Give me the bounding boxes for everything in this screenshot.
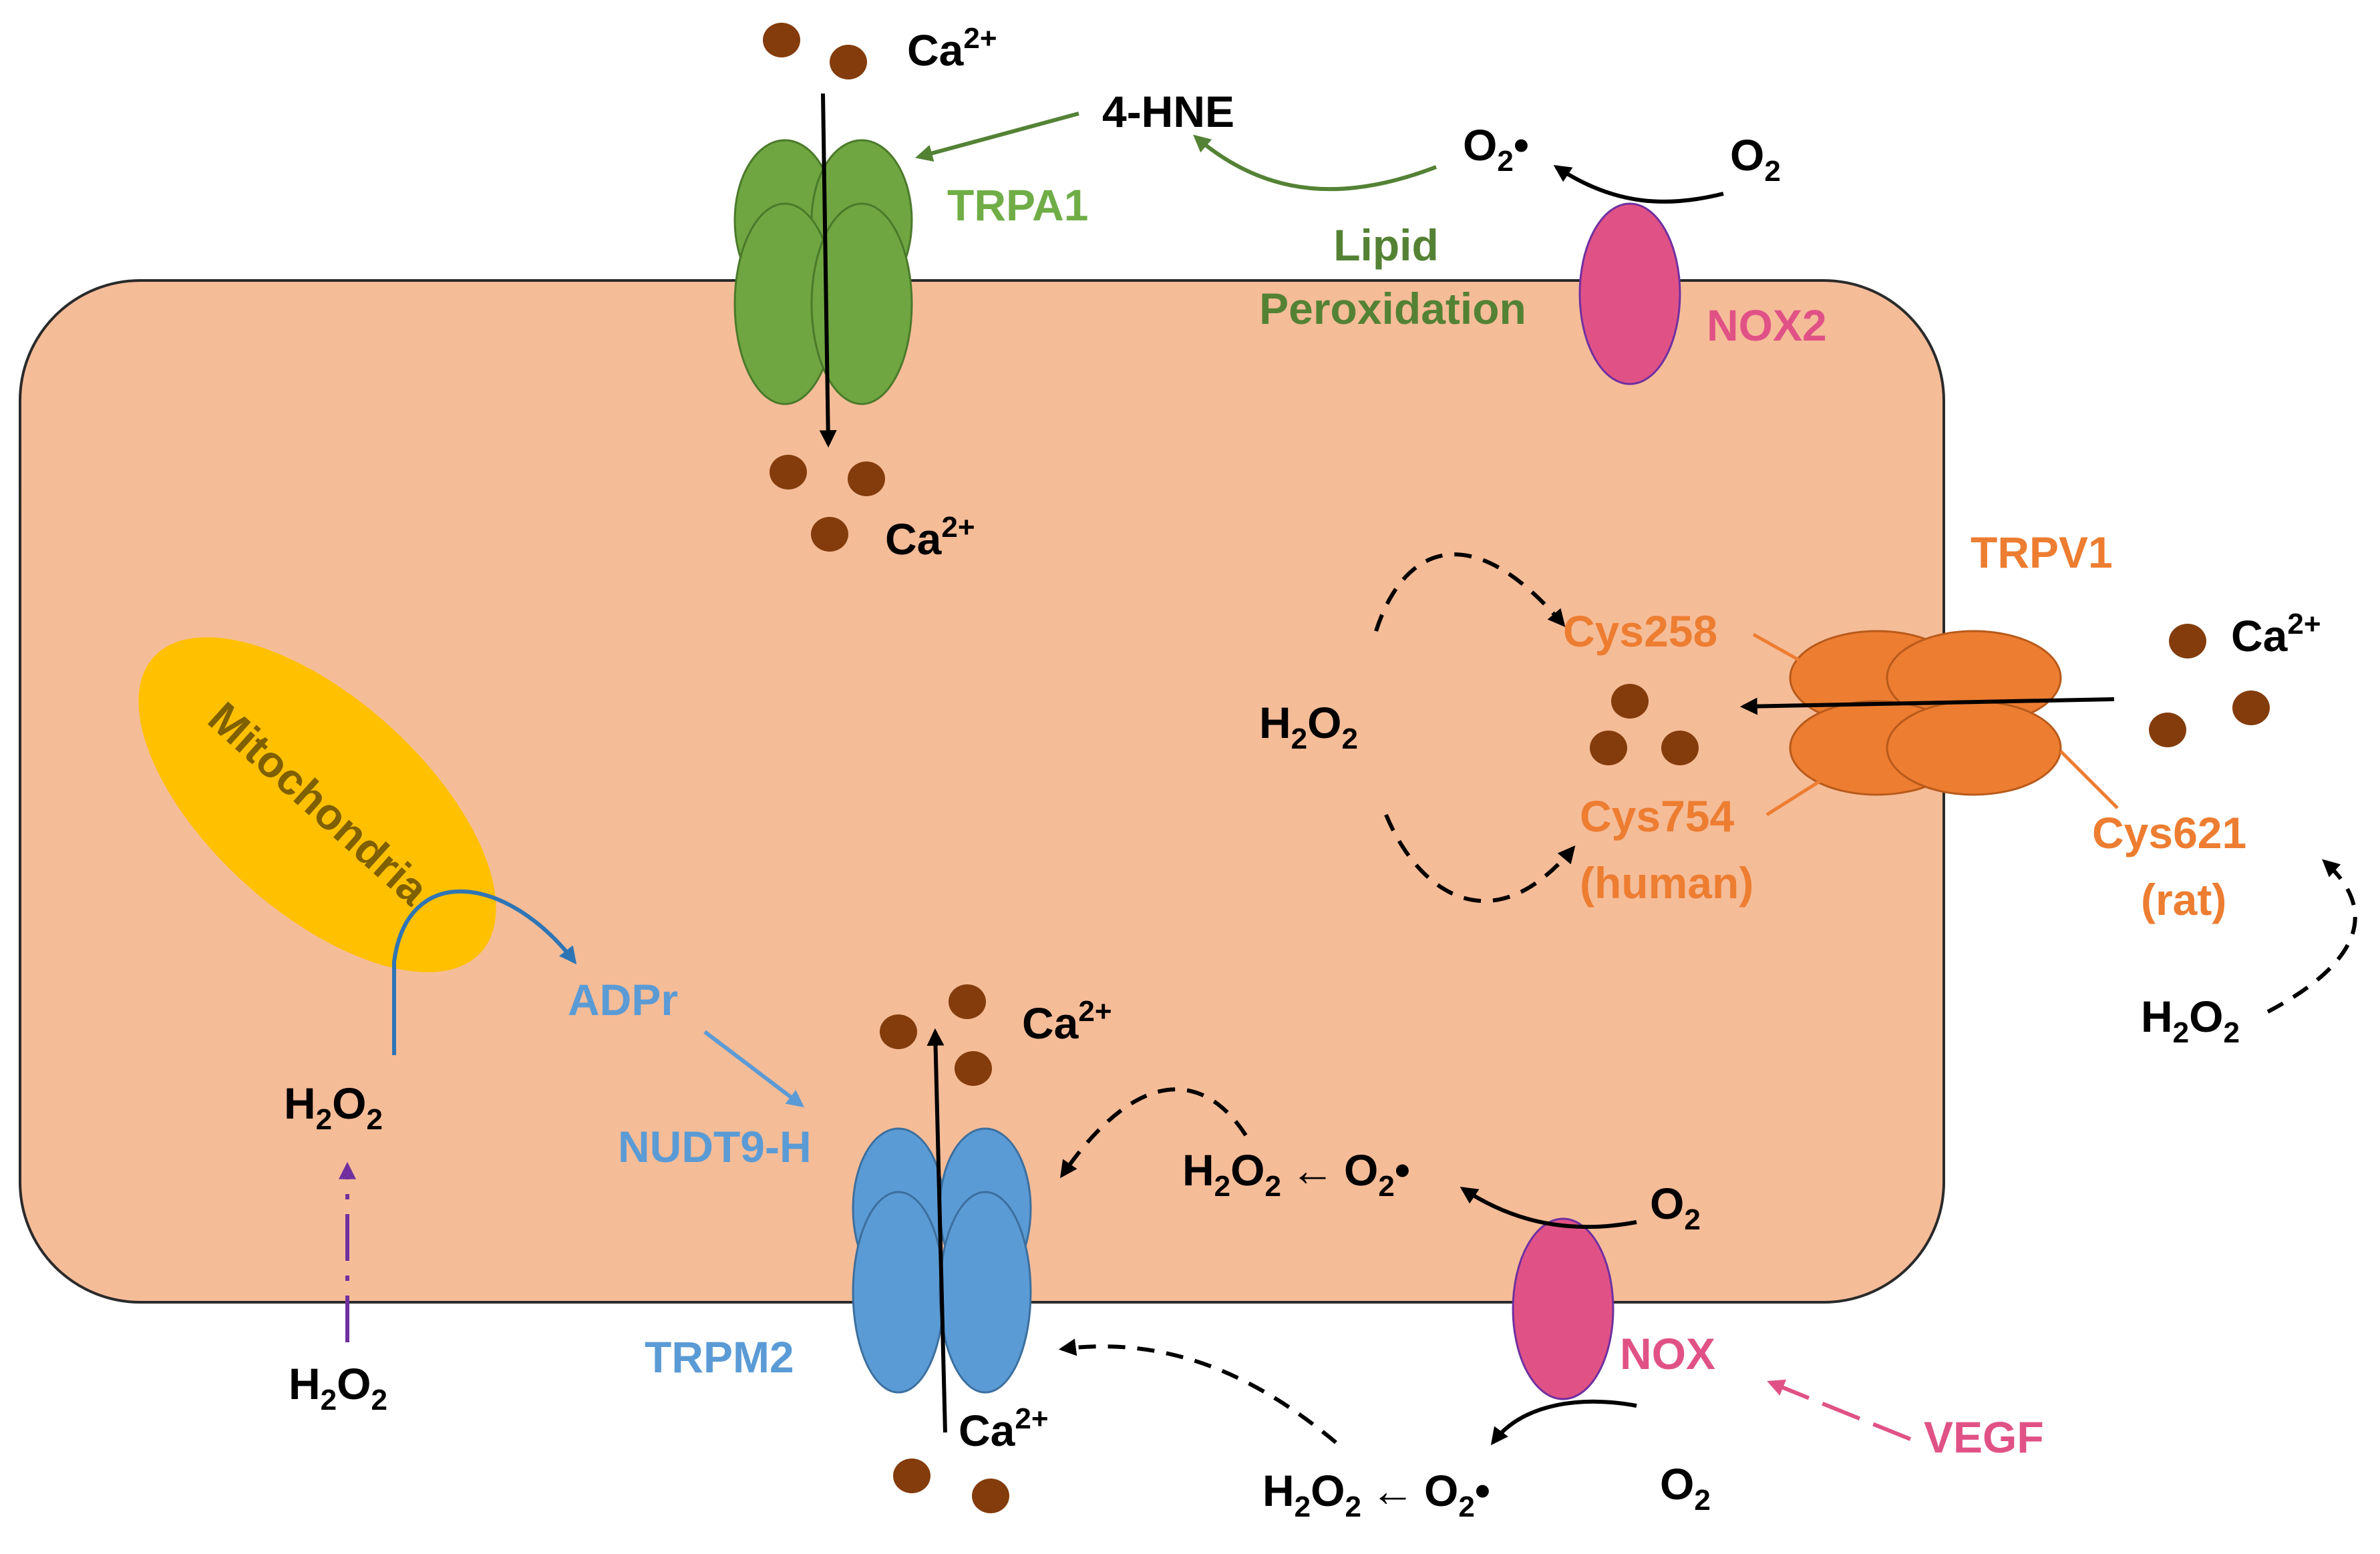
- cys754-label: Cys754: [1580, 791, 1734, 841]
- nox-outside-h2o2-to-trpm2-dashed-arrow: [1058, 1338, 1337, 1444]
- cys621-connector: [2059, 750, 2119, 809]
- nox-inside-h2o2-to-trpm2-dashed-arrow: [1060, 1087, 1248, 1179]
- calcium-label-trpa1-inside: Ca2+: [885, 511, 975, 564]
- superoxide-to-hne-arrow: [1193, 134, 1437, 192]
- trpv1-channel: [1789, 630, 2062, 796]
- cys621-species-label: (rat): [2141, 875, 2226, 924]
- adpr-label: ADPr: [568, 975, 678, 1024]
- calcium-ions-trpm2-outside: [893, 1459, 1009, 1513]
- h2o2-to-cys621-dashed-arrow: [2266, 859, 2357, 1014]
- trpa1-channel: [733, 139, 913, 405]
- calcium-ions-trpv1-inside: [1590, 684, 1699, 765]
- h2o2-label-extracellular: H2O2: [289, 1359, 387, 1416]
- nox2-oxygen-label: O2: [1730, 130, 1781, 188]
- vegf-to-nox-dashed-arrow: [1767, 1379, 1912, 1441]
- trpm2-label: TRPM2: [645, 1332, 794, 1382]
- nox-inside-oxygen-label: O2: [1650, 1179, 1701, 1236]
- trpa1-label: TRPA1: [947, 180, 1088, 230]
- nox-outside-o2-to-superoxide-arrow: [1490, 1399, 1637, 1446]
- h2o2-label-trpv1-inside: H2O2: [1259, 698, 1358, 755]
- calcium-ions-trpv1-outside: [2149, 624, 2270, 747]
- nox-inside-h2o2-chain: H2O2←O2•: [1182, 1145, 1410, 1203]
- nox-label: NOX: [1620, 1329, 1715, 1378]
- cys754-species-label: (human): [1580, 858, 1753, 908]
- nox-inside-o2-to-superoxide-arrow: [1460, 1187, 1637, 1229]
- calcium-label-trpm2-inside: Ca2+: [1022, 995, 1112, 1048]
- nox-enzyme: [1512, 1217, 1614, 1400]
- vegf-label: VEGF: [1924, 1412, 2044, 1462]
- nudt9h-label: NUDT9-H: [618, 1122, 812, 1171]
- calcium-ions-trpm2-inside: [880, 984, 992, 1086]
- cys621-label: Cys621: [2092, 808, 2246, 857]
- calcium-label-trpm2-outside: Ca2+: [959, 1402, 1049, 1455]
- cys258-connector: [1752, 632, 1808, 666]
- h2o2-to-cys754-dashed-arrow: [1384, 813, 1576, 904]
- lipid-peroxidation-line2: Peroxidation: [1259, 284, 1526, 333]
- h2o2-to-cys258-dashed-arrow: [1374, 552, 1566, 632]
- hne-to-trpa1-arrow: [914, 112, 1079, 162]
- trpv1-calcium-influx-arrow: [1739, 697, 2115, 715]
- nox2-enzyme: [1578, 202, 1681, 385]
- trpm2-calcium-efflux-arrow: [926, 1028, 947, 1433]
- cys754-connector: [1765, 773, 1832, 817]
- calcium-ions-trpa1-inside: [770, 455, 885, 552]
- nox2-label: NOX2: [1707, 301, 1827, 350]
- trpv1-label: TRPV1: [1971, 528, 2113, 577]
- trpm2-channel: [852, 1127, 1032, 1394]
- calcium-label-trpa1-outside: Ca2+: [907, 22, 997, 75]
- trpa1-calcium-influx-arrow: [819, 93, 837, 448]
- nox-outside-h2o2-chain: H2O2←O2•: [1262, 1466, 1490, 1523]
- cys258-label: Cys258: [1563, 606, 1717, 656]
- lipid-peroxidation-line1: Lipid: [1333, 220, 1439, 270]
- nox-outside-oxygen-label: O2: [1660, 1459, 1711, 1517]
- nox2-superoxide-label: O2•: [1463, 120, 1529, 178]
- h2o2-label-trpv1-outside: H2O2: [2141, 992, 2240, 1049]
- hne-label: 4-HNE: [1102, 87, 1234, 136]
- h2o2-label-mitochondria: H2O2: [284, 1079, 383, 1136]
- h2o2-to-adpr-arrow: [392, 890, 577, 1055]
- nox2-o2-to-superoxide-arrow: [1553, 165, 1724, 204]
- calcium-ions-trpa1-outside: [763, 23, 867, 79]
- mitochondria: [138, 637, 496, 972]
- calcium-label-trpv1: Ca2+: [2231, 608, 2321, 660]
- adpr-to-nudt9h-arrow: [703, 1030, 805, 1108]
